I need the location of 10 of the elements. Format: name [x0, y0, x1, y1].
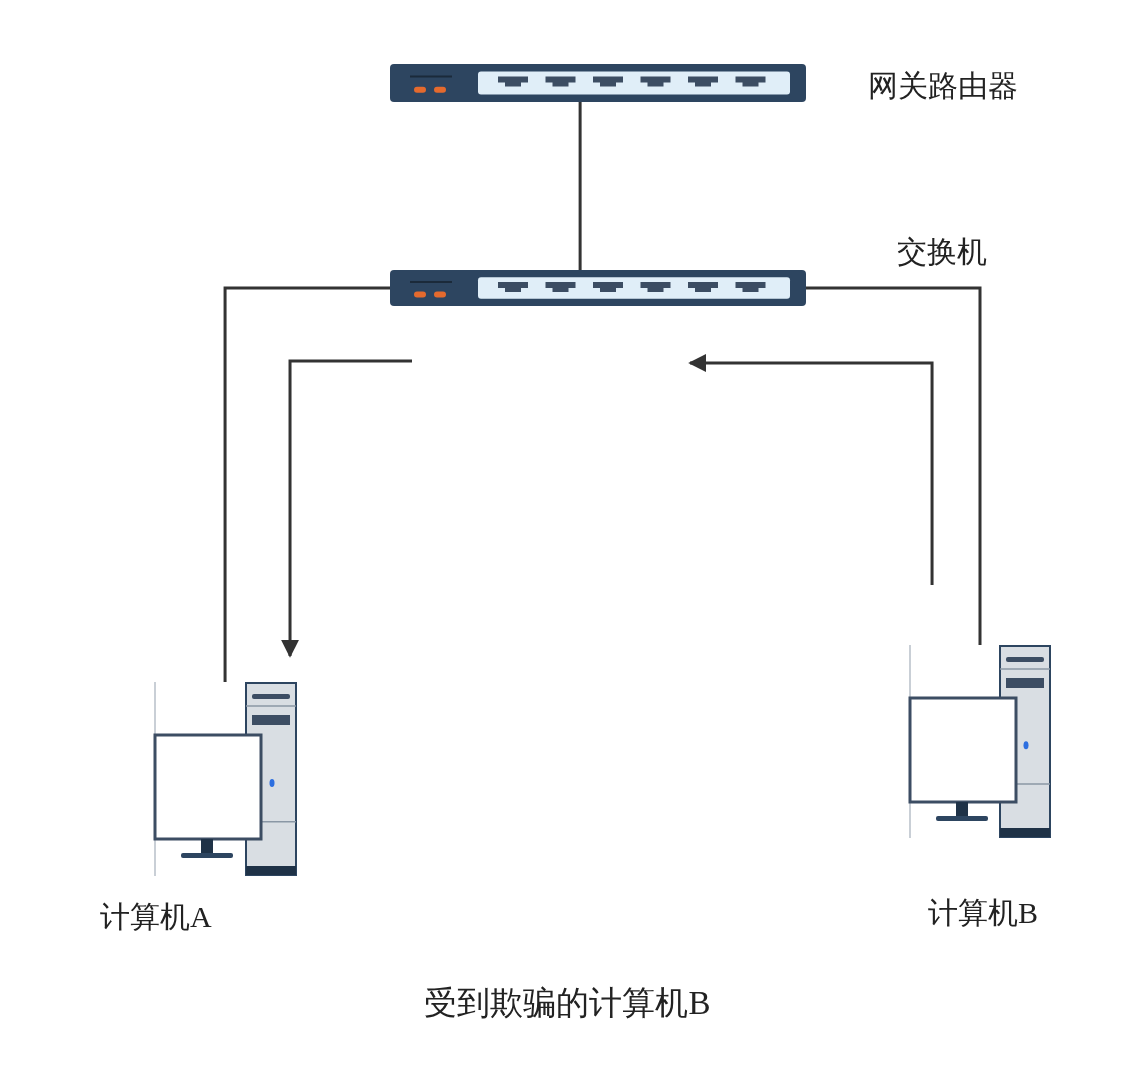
cable-line — [223, 286, 390, 682]
device-label: 交换机 — [897, 235, 987, 269]
cable-line — [806, 286, 982, 645]
caption: 受到欺骗的计算机B — [424, 985, 711, 1021]
cable-line — [578, 102, 582, 270]
arrow — [281, 359, 412, 658]
arrow — [688, 354, 934, 585]
device-label: 计算机A — [100, 900, 212, 934]
device-label: 网关路由器 — [868, 69, 1018, 103]
device-label: 计算机B — [928, 896, 1038, 930]
